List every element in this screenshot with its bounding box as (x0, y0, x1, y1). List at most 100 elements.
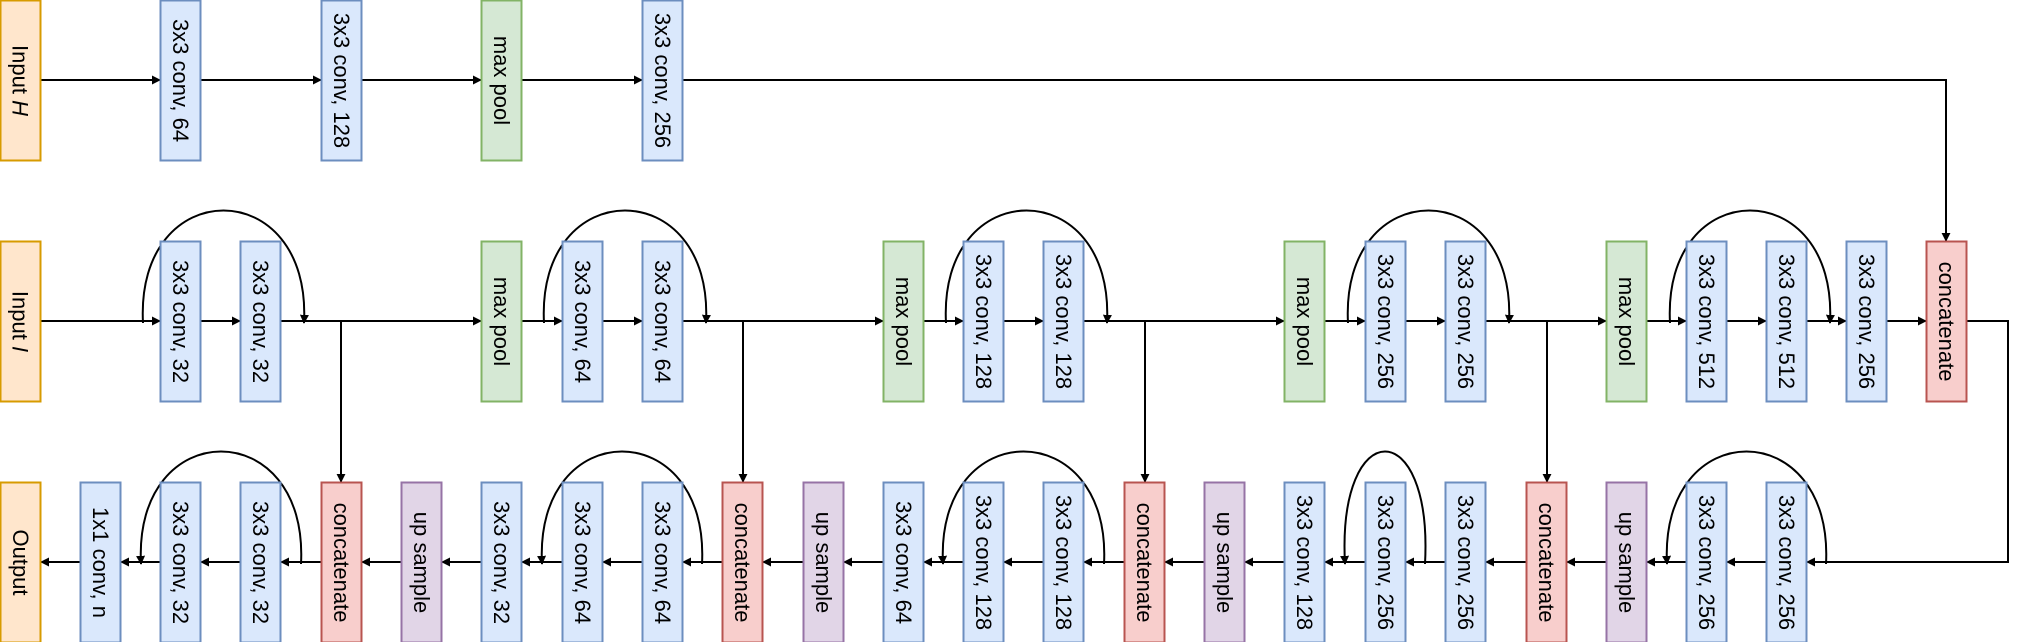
d-conv11-label: 3x3 conv, 32 (489, 501, 514, 624)
d-concat1-label: concatenate (1534, 503, 1559, 623)
d-up1-label: up sample (1614, 512, 1639, 614)
d-concat1-block: concatenate (1525, 481, 1568, 642)
i-conv2-block: 3x3 conv, 32 (239, 240, 282, 403)
input-i-block: Input I (0, 240, 42, 403)
d-conv11-block: 3x3 conv, 32 (480, 481, 523, 642)
decoder-loop-3 (938, 450, 1106, 565)
d-up2-block: up sample (1203, 481, 1246, 642)
input-variable: I (8, 346, 33, 352)
output-label: Output (8, 529, 33, 595)
d-up3-block: up sample (802, 481, 845, 642)
i-conv2-label: 3x3 conv, 32 (248, 260, 273, 383)
i-conv7-label: 3x3 conv, 256 (1373, 254, 1398, 389)
d-up4-label: up sample (409, 512, 434, 614)
i-conv4-label: 3x3 conv, 64 (650, 260, 675, 383)
d-conv2-block: 3x3 conv, 256 (1685, 481, 1728, 642)
d-conv5-label: 3x3 conv, 128 (1292, 495, 1317, 630)
d-conv9-block: 3x3 conv, 64 (641, 481, 684, 642)
concat-main-label: concatenate (1934, 262, 1959, 382)
i-pool2-label: max pool (891, 277, 916, 366)
skip-loop-1 (141, 209, 309, 324)
decoder-loop-5 (136, 450, 303, 565)
h-conv2-block: 3x3 conv, 128 (320, 0, 363, 162)
d-conv6-block: 3x3 conv, 128 (1042, 481, 1085, 642)
d-up3-label: up sample (811, 512, 836, 614)
i-conv10-label: 3x3 conv, 512 (1774, 254, 1799, 389)
skip-loop-5 (1668, 209, 1835, 324)
h-conv3-label: 3x3 conv, 256 (650, 13, 675, 148)
i-pool1-block: max pool (480, 240, 523, 403)
h-conv2-label: 3x3 conv, 128 (329, 13, 354, 148)
i-conv5-label: 3x3 conv, 128 (971, 254, 996, 389)
d-conv12-label: 3x3 conv, 32 (248, 501, 273, 624)
input-i-label: Input I (8, 291, 33, 352)
d-conv6-label: 3x3 conv, 128 (1051, 495, 1076, 630)
i-conv3-block: 3x3 conv, 64 (561, 240, 604, 403)
i-conv1-block: 3x3 conv, 32 (159, 240, 202, 403)
d-concat2-label: concatenate (1132, 503, 1157, 623)
i-conv3-label: 3x3 conv, 64 (570, 260, 595, 383)
i-conv6-label: 3x3 conv, 128 (1051, 254, 1076, 389)
skip-loop-3 (944, 209, 1112, 324)
d-conv2-label: 3x3 conv, 256 (1694, 495, 1719, 630)
i-pool3-label: max pool (1292, 277, 1317, 366)
i-conv8-block: 3x3 conv, 256 (1444, 240, 1487, 403)
d-conv8-block: 3x3 conv, 64 (882, 481, 925, 642)
d-conv1-label: 3x3 conv, 256 (1774, 495, 1799, 630)
skip-loop-2 (542, 209, 711, 324)
d-up1-block: up sample (1605, 481, 1648, 642)
d-conv13-block: 3x3 conv, 32 (159, 481, 202, 642)
input-prefix: Input (8, 45, 33, 100)
i-conv9-block: 3x3 conv, 512 (1685, 240, 1728, 403)
i-conv7-block: 3x3 conv, 256 (1364, 240, 1407, 403)
i-conv4-block: 3x3 conv, 64 (641, 240, 684, 403)
i-conv1-label: 3x3 conv, 32 (168, 260, 193, 383)
i-conv5-block: 3x3 conv, 128 (962, 240, 1005, 403)
i-pool4-block: max pool (1605, 240, 1648, 403)
i-conv11-label: 3x3 conv, 256 (1854, 254, 1879, 389)
d-concat4-block: concatenate (320, 481, 363, 642)
decoder-loop-1 (1662, 450, 1828, 565)
d-conv9-label: 3x3 conv, 64 (650, 501, 675, 624)
d-conv5-block: 3x3 conv, 128 (1283, 481, 1326, 642)
i-conv6-block: 3x3 conv, 128 (1042, 240, 1085, 403)
h-conv3-block: 3x3 conv, 256 (641, 0, 684, 162)
d-up2-label: up sample (1212, 512, 1237, 614)
d-conv14-block: 1x1 conv, n (79, 481, 122, 642)
skip-loop-4 (1346, 209, 1514, 324)
d-concat4-label: concatenate (329, 503, 354, 623)
decoder-loop-4 (537, 450, 704, 565)
d-up4-block: up sample (400, 481, 443, 642)
input-h-label: Input H (8, 45, 33, 116)
i-pool4-label: max pool (1614, 277, 1639, 366)
d-conv7-label: 3x3 conv, 128 (971, 495, 996, 630)
decoder-loop-2 (1340, 450, 1427, 565)
h-pool-label: max pool (489, 36, 514, 125)
d-conv1-block: 3x3 conv, 256 (1765, 481, 1808, 642)
d-conv12-block: 3x3 conv, 32 (239, 481, 282, 642)
input-h-block: Input H (0, 0, 42, 162)
i-pool3-block: max pool (1283, 240, 1326, 403)
d-conv7-block: 3x3 conv, 128 (962, 481, 1005, 642)
d-conv13-label: 3x3 conv, 32 (168, 501, 193, 624)
h-conv1-label: 3x3 conv, 64 (168, 19, 193, 142)
input-prefix: Input (8, 291, 33, 346)
d-conv14-label: 1x1 conv, n (88, 507, 113, 618)
i-conv9-label: 3x3 conv, 512 (1694, 254, 1719, 389)
connection-arrows (40, 75, 2009, 567)
output-block: Output (0, 481, 42, 642)
d-concat3-label: concatenate (730, 503, 755, 623)
input-variable: H (8, 100, 33, 116)
d-conv8-label: 3x3 conv, 64 (891, 501, 916, 624)
i-pool2-block: max pool (882, 240, 925, 403)
d-conv4-label: 3x3 conv, 256 (1373, 495, 1398, 630)
row1-to-concat-arrow (683, 79, 1951, 242)
d-conv4-block: 3x3 conv, 256 (1364, 481, 1407, 642)
concat-to-decoder-line (1826, 320, 2009, 563)
d-conv10-block: 3x3 conv, 64 (561, 481, 604, 642)
d-concat3-block: concatenate (721, 481, 764, 642)
i-conv10-block: 3x3 conv, 512 (1765, 240, 1808, 403)
h-conv1-block: 3x3 conv, 64 (159, 0, 202, 162)
i-pool1-label: max pool (489, 277, 514, 366)
